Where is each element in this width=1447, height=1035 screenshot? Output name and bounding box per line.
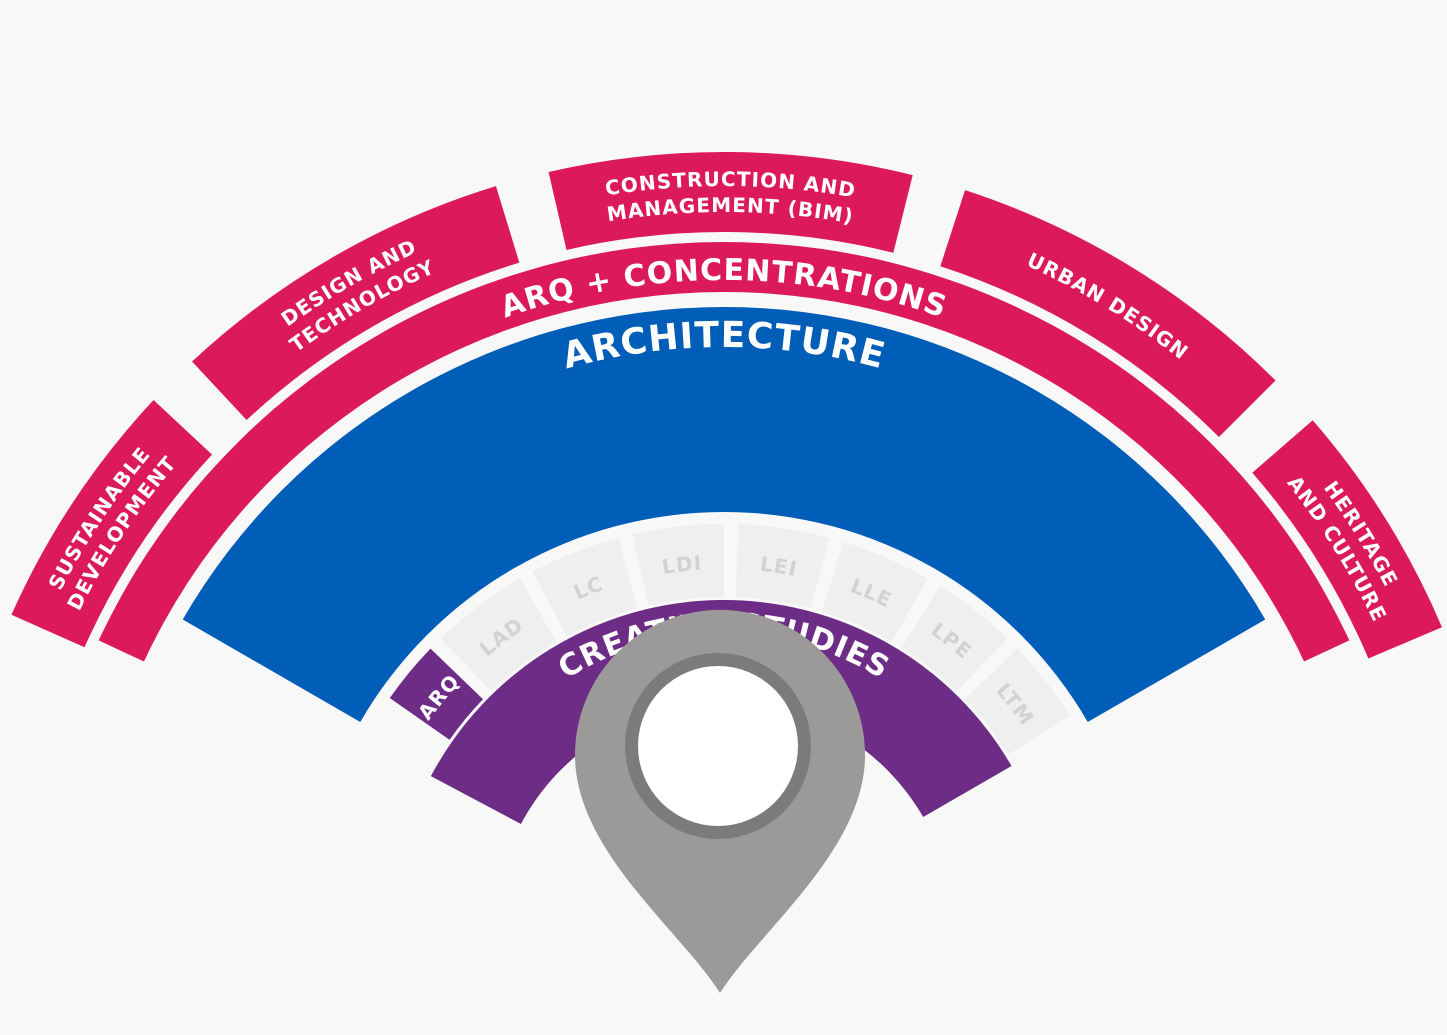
concentration-design-and-technology-segment (192, 186, 520, 421)
architecture-segment (182, 306, 1266, 722)
arq-concentrations-segment (98, 242, 1350, 662)
concentration-urban-design-segment (940, 190, 1276, 438)
program-ldi-tile (632, 524, 724, 606)
program-ltm-tile (964, 648, 1070, 755)
concentration-heritage-and-culture-segment (1252, 420, 1442, 659)
map-pin-icon (574, 609, 865, 993)
program-lle-tile (821, 541, 928, 642)
program-lpe-tile (901, 586, 1008, 692)
creative-studies-segment (430, 600, 1012, 825)
program-lad-tile (440, 578, 557, 692)
program-lei-tile (735, 524, 830, 609)
map-pin-hole (638, 666, 798, 826)
concentration-sustainable-development-segment (11, 400, 213, 648)
program-ldi-label: LDI (660, 551, 703, 579)
program-lei-label: LEI (759, 552, 800, 581)
architecture-band: ARCHITECTURE (182, 306, 1266, 722)
program-lc-tile (532, 537, 638, 637)
program-arq-tile (389, 648, 484, 740)
concentration-construction-and-management-bim-segment (548, 151, 913, 253)
